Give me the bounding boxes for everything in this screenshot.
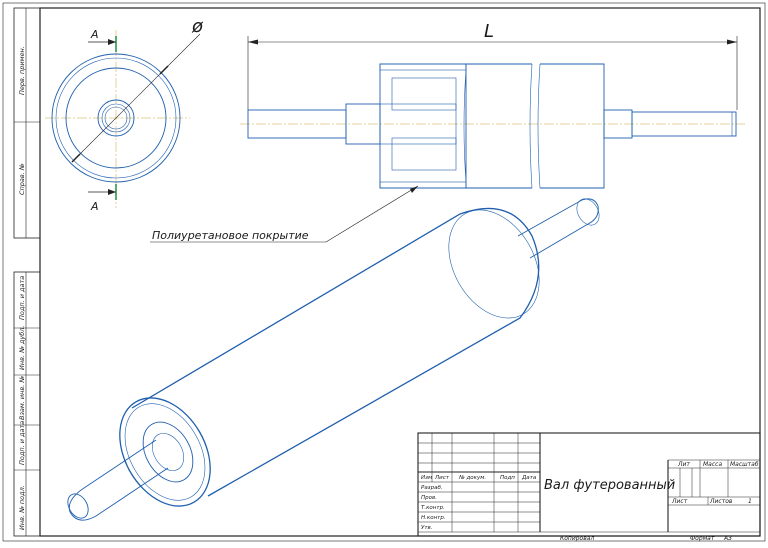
lit-label: Лит (677, 461, 690, 468)
listov-value: 1 (748, 498, 752, 505)
list-label: Лист (671, 498, 688, 505)
front-view: L (240, 21, 745, 189)
format-label: Формат (690, 535, 715, 542)
row-tkontr: Т.контр. (421, 505, 445, 511)
col-list: Лист (434, 475, 450, 481)
title-block: Изм Лист № докум. Подп Дата Разраб. Пров… (417, 432, 761, 542)
masshtab-label: Масштаб (730, 461, 759, 468)
side-stamp-label-6: Подп. и дата (18, 421, 26, 465)
side-stamp-label-5: Взам. инв. № (18, 376, 26, 420)
side-stamp-label-7: Инв. № подл. (18, 485, 26, 530)
kopiroval-label: Копировал (560, 535, 594, 542)
dim-length-label: L (484, 21, 494, 42)
dim-diameter-label: ø (191, 16, 204, 37)
row-razrab: Разраб. (421, 485, 443, 491)
col-doc: № докум. (458, 475, 486, 481)
section-mark-top: А (90, 28, 99, 41)
col-podp: Подп (500, 475, 515, 481)
col-date: Дата (521, 475, 537, 481)
isometric-view (67, 198, 600, 521)
drawing-title: Вал футерованный (544, 478, 675, 493)
callout-label: Полиуретановое покрытие (152, 229, 309, 242)
side-stamp-label-1: Перв. примен. (18, 46, 26, 95)
row-utv: Утв. (421, 525, 433, 531)
side-stamp-label-4: Инв. № дубл. (18, 326, 26, 370)
side-stamp: Перв. примен. Справ. № Подп. и дата Инв.… (13, 7, 41, 537)
row-nkontr: Н.контр. (421, 515, 446, 521)
side-stamp-label-3: Подп. и дата (18, 276, 26, 320)
listov-label: Листов (709, 498, 733, 505)
coating-callout: Полиуретановое покрытие (150, 185, 419, 243)
row-prov: Пров. (421, 495, 437, 501)
side-stamp-label-2: Справ. № (18, 163, 26, 195)
massa-label: Масса (703, 461, 722, 468)
section-mark-bottom: А (90, 200, 99, 213)
section-view: ø А А (45, 16, 204, 213)
col-izm: Изм (421, 475, 432, 481)
format-value: А3 (723, 535, 732, 542)
